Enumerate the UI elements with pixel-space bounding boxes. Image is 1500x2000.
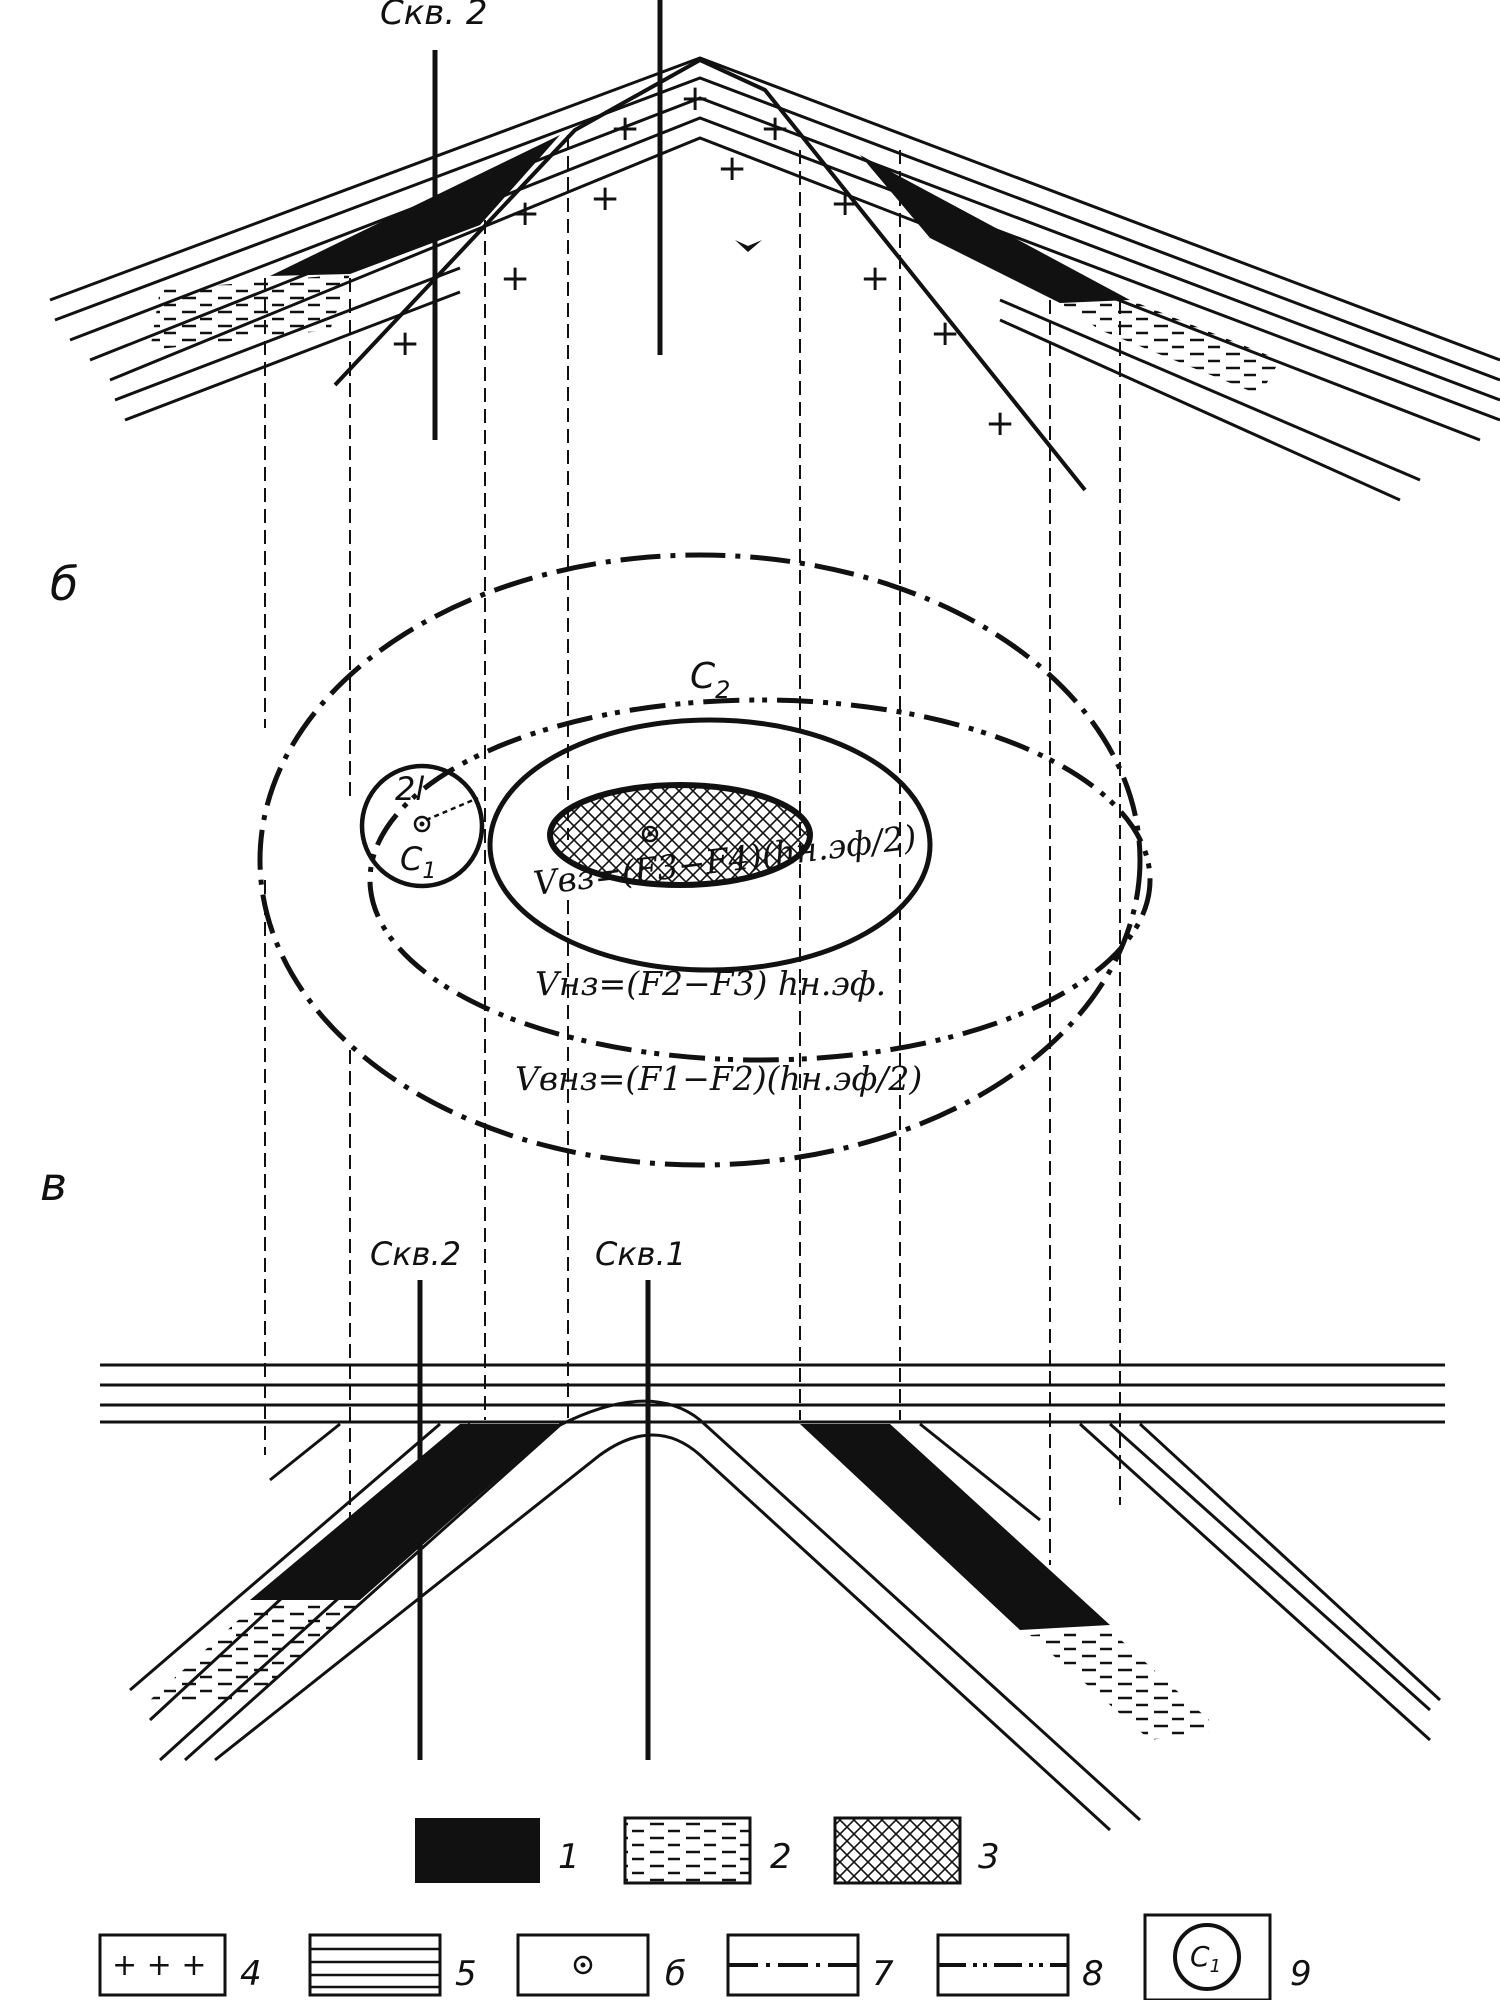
svg-text:+: + xyxy=(680,78,710,119)
section-label-b: б xyxy=(50,557,78,611)
legend-item-3: 3 xyxy=(833,1816,1000,1885)
svg-text:9: 9 xyxy=(1290,1954,1312,1994)
legend-item-6: б xyxy=(516,1933,686,1997)
legend: 1 2 3 + + + 4 5 б xyxy=(98,1816,1312,2000)
salt-chevron xyxy=(735,240,762,252)
top-water-zone-left xyxy=(150,274,350,350)
svg-text:+: + xyxy=(717,148,747,189)
c1-well-marker xyxy=(413,815,431,833)
c1-radius xyxy=(425,796,479,822)
svg-text:б: б xyxy=(665,1954,686,1994)
outer-contour xyxy=(257,552,1143,1168)
legend-item-4: + + + 4 xyxy=(98,1933,262,1997)
svg-text:4: 4 xyxy=(240,1954,262,1994)
radius-label: 2l xyxy=(395,770,424,808)
projection-lines xyxy=(264,135,1121,1565)
svg-text:+: + xyxy=(930,313,960,354)
svg-text:+: + xyxy=(510,193,540,234)
bottom-water-zone-right xyxy=(1030,1630,1220,1740)
svg-text:7: 7 xyxy=(872,1954,894,1994)
svg-text:+ + +: + + + xyxy=(112,1948,206,1983)
middle-contour xyxy=(367,697,1153,1063)
bottom-cross-section: Скв.2 Скв.1 xyxy=(100,1235,1445,1832)
bottom-well1-label: Скв.1 xyxy=(595,1235,686,1273)
bottom-well2-label: Скв.2 xyxy=(370,1235,461,1273)
svg-text:+: + xyxy=(760,108,790,149)
svg-text:+: + xyxy=(985,403,1015,444)
svg-text:+: + xyxy=(390,323,420,364)
plan-view: 2l C1 C2 Vвз=(F3−F4)(hн.эф/2) Vнз=(F2−F3… xyxy=(257,552,1153,1168)
legend-item-2: 2 xyxy=(623,1816,792,1885)
svg-text:C1: C1 xyxy=(1190,1940,1221,1977)
bottom-horizontal-strata xyxy=(100,1363,1445,1424)
legend-item-9: C1 9 xyxy=(1143,1913,1312,2000)
top-reservoir-right xyxy=(860,155,1130,303)
top-cross-section: +++ +++ +++ +++ Скв. 2 xyxy=(49,0,1500,502)
top-well2-label: Скв. 2 xyxy=(380,0,488,33)
svg-text:1: 1 xyxy=(558,1837,580,1877)
svg-text:+: + xyxy=(830,183,860,224)
top-reservoir-left xyxy=(270,135,560,276)
center-well-marker xyxy=(641,825,659,843)
top-water-zone-right xyxy=(1060,300,1280,395)
c1-label: C1 xyxy=(400,840,436,884)
svg-text:3: 3 xyxy=(978,1837,1000,1877)
bottom-reservoir-left xyxy=(250,1424,560,1600)
svg-text:+: + xyxy=(860,258,890,299)
formula-vvnz: Vвнз=(F1−F2)(hн.эф/2) xyxy=(515,1059,922,1098)
bottom-water-zone-left xyxy=(150,1605,360,1700)
svg-text:+: + xyxy=(500,258,530,299)
cross-hatched-zone xyxy=(547,782,813,888)
legend-item-7: 7 xyxy=(726,1933,894,1997)
svg-text:5: 5 xyxy=(455,1954,477,1994)
svg-text:+: + xyxy=(590,178,620,219)
c1-circle xyxy=(359,763,485,889)
legend-item-5: 5 xyxy=(308,1933,477,1997)
inner-contour xyxy=(487,717,933,973)
svg-text:8: 8 xyxy=(1082,1954,1104,1994)
formula-vnz: Vнз=(F2−F3) hн.эф. xyxy=(535,964,886,1003)
bottom-reservoir-right xyxy=(800,1424,1110,1630)
legend-item-8: 8 xyxy=(936,1933,1104,1997)
svg-text:+: + xyxy=(610,108,640,149)
salt-plus-signs: +++ +++ +++ +++ xyxy=(390,78,1015,444)
legend-item-1: 1 xyxy=(415,1818,580,1883)
svg-text:2: 2 xyxy=(770,1837,792,1877)
salt-core-outline xyxy=(333,57,1087,492)
c2-label: C2 xyxy=(690,656,730,704)
section-label-v: в xyxy=(40,1157,67,1211)
